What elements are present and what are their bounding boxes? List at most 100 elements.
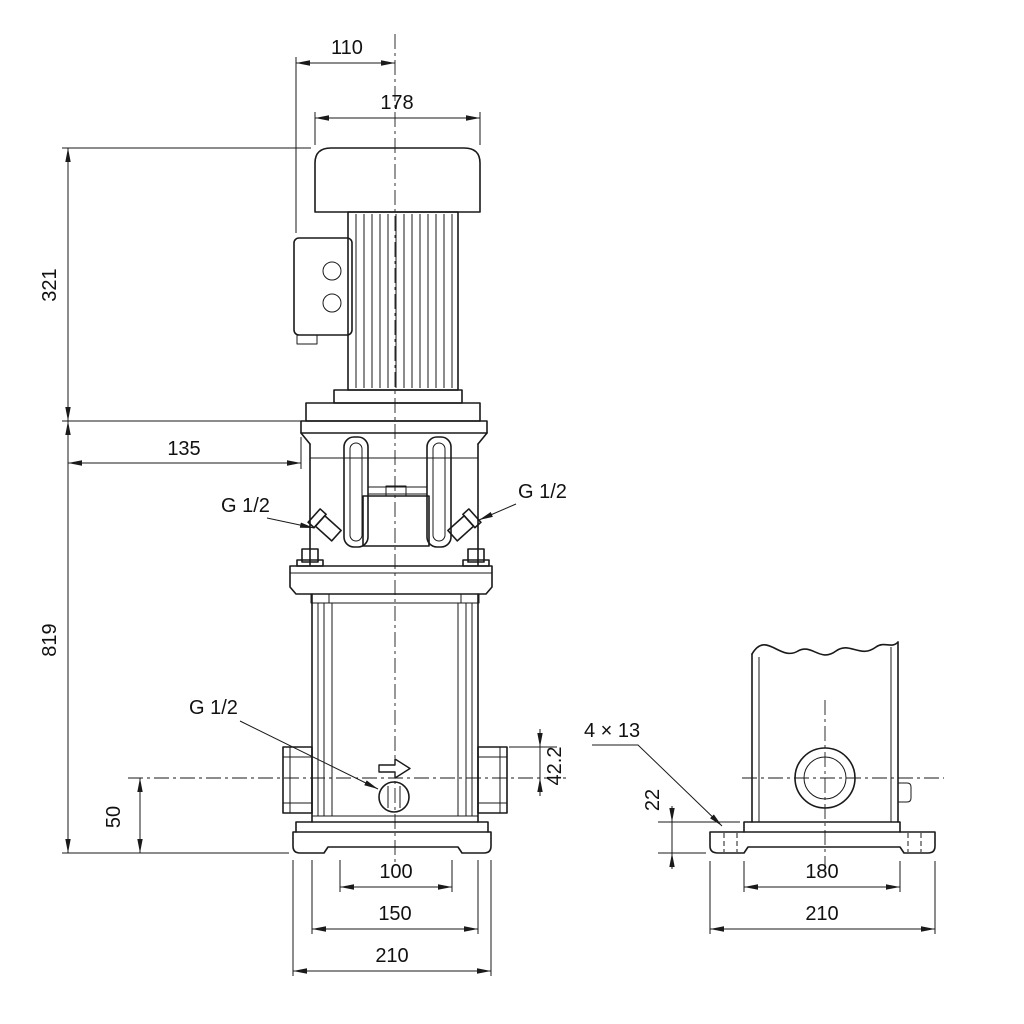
dim-210-front-label: 210	[375, 945, 408, 967]
extension-line	[292, 860, 492, 976]
head-flange	[289, 565, 493, 595]
pump-head	[289, 420, 493, 595]
dim-50-label: 50	[103, 806, 125, 828]
chamber-stack	[282, 593, 508, 823]
port-boss-outer	[794, 747, 856, 809]
base-foot-front	[292, 831, 492, 854]
plug-body	[314, 514, 342, 542]
dim-819-label: 819	[39, 623, 61, 656]
dim-42-2: 42.2	[509, 729, 566, 796]
centerlines	[128, 34, 944, 872]
port-boss-inner	[803, 756, 847, 800]
base-front	[292, 821, 492, 854]
dim-210-front: 210	[292, 860, 492, 976]
dim-135: 135	[68, 437, 302, 469]
coupling-guard-right	[426, 436, 452, 548]
coupling-guard-left	[343, 436, 369, 548]
callout-g12-top-right: G 1/2	[478, 481, 567, 521]
motor-cooling-fins	[355, 214, 453, 388]
dim-180-label: 180	[805, 861, 838, 883]
staybolt-nut-left	[310, 593, 330, 604]
extension-line	[62, 147, 311, 422]
dim-22-label: 22	[642, 789, 664, 811]
extension-line	[709, 861, 936, 934]
callout-g12-drain: G 1/2	[189, 697, 379, 790]
flow-direction-icon	[378, 758, 411, 779]
dim-110-label: 110	[331, 37, 363, 59]
break-line	[751, 641, 899, 656]
side-sleeve-inner	[758, 647, 892, 822]
dim-210-side-label: 210	[805, 903, 838, 925]
dim-321: 321	[39, 147, 311, 422]
flange-bolt-right	[467, 548, 485, 563]
leader-line	[592, 744, 723, 827]
leader-line	[239, 720, 379, 790]
priming-plug-left	[307, 508, 342, 542]
leader-line	[266, 517, 315, 529]
coupling-halves	[368, 486, 427, 495]
bearing-bracket	[333, 389, 463, 404]
extension-line	[658, 821, 740, 854]
nameplate-clip	[898, 782, 912, 803]
terminal-box	[293, 237, 353, 336]
suction-port	[282, 746, 313, 814]
side-sleeve-outline	[751, 641, 899, 823]
motor	[293, 147, 481, 422]
holes-label: 4 × 13	[584, 720, 640, 742]
head-taper	[300, 432, 488, 445]
dim-178: 178	[314, 92, 481, 145]
dim-150: 150	[311, 860, 479, 934]
g12-top-left-label: G 1/2	[221, 495, 270, 517]
front-view	[282, 147, 508, 854]
suction-port-detail	[283, 747, 312, 813]
base-bolt-holes	[723, 833, 922, 852]
fan-cover-outline	[314, 147, 481, 213]
callout-holes: 4 × 13	[584, 720, 723, 827]
dim-22: 22	[642, 789, 740, 869]
dim-42-2-label: 42.2	[544, 747, 566, 786]
dim-50: 50	[103, 778, 143, 853]
flange-washer-right	[462, 559, 490, 567]
priming-plug-right	[447, 508, 482, 542]
dimensions: 110 178 321 819 135 50	[39, 37, 936, 976]
dim-819: 819	[39, 421, 289, 854]
cable-entry-top	[322, 261, 342, 281]
base-plate-front	[295, 821, 489, 833]
head-sides	[309, 443, 479, 566]
flange-bolt-left	[301, 548, 319, 563]
dim-321-label: 321	[39, 268, 61, 301]
dim-135-label: 135	[167, 438, 200, 460]
terminal-box-tab	[296, 334, 318, 345]
staybolt-nut-right	[460, 593, 480, 604]
extension-line	[311, 860, 479, 934]
dim-178-label: 178	[380, 92, 413, 114]
g12-drain-label: G 1/2	[189, 697, 238, 719]
plug-head	[462, 508, 482, 529]
guard-slot-left	[349, 442, 363, 542]
discharge-port	[477, 746, 508, 814]
motor-stool-top-plate	[300, 420, 488, 434]
staybolts	[317, 603, 473, 816]
callout-g12-top-left: G 1/2	[221, 495, 315, 529]
sleeve-outline	[311, 593, 479, 823]
plug-head	[307, 508, 327, 529]
coupling-block	[362, 495, 430, 547]
discharge-port-detail	[478, 747, 507, 813]
dim-180-side: 180	[743, 861, 901, 892]
drain-plug-socket	[387, 786, 401, 808]
dim-100-label: 100	[379, 861, 412, 883]
base-plate-side	[743, 821, 901, 833]
leader-line	[478, 503, 517, 521]
guard-slot-right	[432, 442, 446, 542]
dim-210-side: 210	[709, 861, 936, 934]
g12-top-right-label: G 1/2	[518, 481, 567, 503]
dim-100: 100	[339, 860, 453, 892]
base-foot-side	[709, 831, 936, 854]
drain-plug	[378, 781, 410, 813]
extension-line	[314, 112, 481, 145]
dim-110: 110	[295, 37, 395, 233]
cable-entry-bottom	[322, 293, 342, 313]
side-view	[709, 641, 936, 854]
